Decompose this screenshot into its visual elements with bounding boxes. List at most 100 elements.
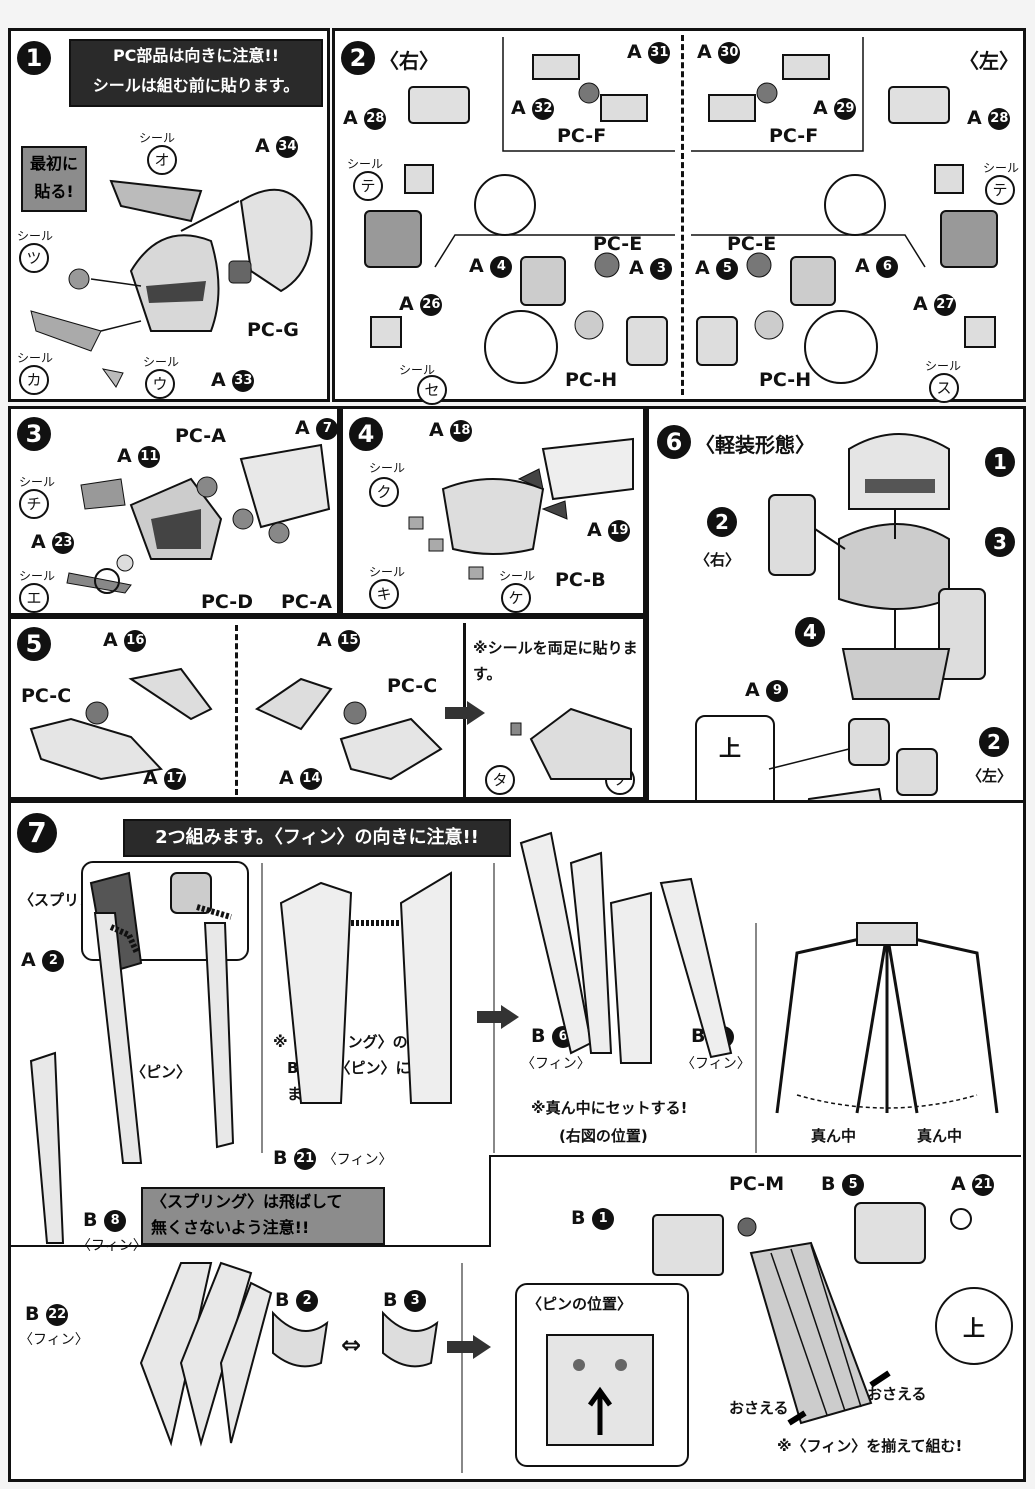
step3-number: 3 [17,417,51,451]
seal-su: ス [929,373,959,403]
up-label: 上 [963,1317,986,1342]
part-number: 19 [608,519,631,542]
part-number: 6 [876,255,899,278]
step2-left-label: 〈左〉 [959,49,1019,73]
arm-illustration [364,37,998,384]
part-a16: A 16 [103,629,147,652]
step7-divider [261,863,263,1153]
step2-divider [681,35,684,395]
pin-position-box: 〈ピンの位置〉 [515,1283,689,1467]
part-a31: A 31 [627,41,671,64]
fin-label: 〈フィン〉 [681,1056,751,1072]
step5-panel: 5 A 16 PC-C A 17 A 15 PC-C A 14 ※シールを両足に… [8,616,646,800]
part-a28-left: A 28 [967,107,1011,130]
part-number: 23 [52,531,75,554]
part-number: 31 [648,41,671,64]
step7-separator [11,1245,491,1247]
part-letter: A [143,767,158,789]
seal-label: シール [143,355,180,369]
seal-ta: タ [485,765,515,795]
part-letter: B [531,1025,546,1047]
part-number: 5 [716,257,739,280]
seal-label: シール [19,475,56,489]
seal-label: シール [19,569,56,583]
part-letter: A [255,135,270,157]
fin-label: 〈フィン〉 [322,1152,393,1168]
foot-illustration [29,667,632,781]
part-letter: B [691,1025,706,1047]
part-number: 17 [164,767,187,790]
part-letter: A [813,97,828,119]
pin-position-title: 〈ピンの位置〉 [527,1295,633,1313]
part-b22: B 22 [25,1303,69,1326]
part-letter: B [83,1209,98,1231]
part-letter: A [295,417,310,439]
step1-banner-line1: PC部品は向きに注意!! [112,46,280,65]
step7-divider [493,863,495,1153]
fin-label: 〈フィン〉 [521,1056,591,1072]
part-a9: A 9 [745,679,789,702]
part-a4: A 4 [469,255,513,278]
part-a34: A 34 [255,135,299,158]
part-letter: A [695,257,710,279]
step7-arrow-head [501,1005,519,1029]
part-a26: A 26 [399,293,443,316]
part-number: 34 [276,135,299,158]
part-letter: B [287,1059,299,1077]
step6-ref-3: 3 [985,527,1015,557]
step7-separator [491,1155,1021,1157]
part-number: 32 [532,97,555,120]
part-letter: A [429,419,444,441]
seal-label: シール [983,161,1020,175]
part-number: 1 [592,1207,615,1230]
part-letter: A [317,629,332,651]
part-number: 2 [296,1289,319,1312]
center-note-line1: ※真ん中にセットする! [531,1099,688,1117]
pc-f-label: PC-F [557,125,607,147]
step1-panel: 1 PC部品は向きに注意!! シールは組む前に貼ります。 最初に貼る! シール … [8,28,330,402]
seal-label: シール [499,569,536,583]
pc-m-label: PC-M [729,1173,785,1195]
pc-f-label: PC-F [769,125,819,147]
step7-divider [755,923,757,1153]
part-a6: A 6 [855,255,899,278]
first-note: 最初に貼る! [21,146,87,212]
part-letter: B [383,1289,398,1311]
part-letter: B [275,1289,290,1311]
part-letter: A [211,369,226,391]
seal-label: シール [17,229,54,243]
spring-warning-line2: 無くさないよう注意!! [151,1218,310,1237]
center-note-line2: (右図の位置) [559,1127,648,1145]
part-a11: A 11 [117,445,161,468]
waist-illustration [408,437,634,580]
step7-separator-join [489,1155,491,1247]
part-a32: A 32 [511,97,555,120]
fin-label: 〈フィン〉 [19,1332,89,1348]
step2-right-label: 〈右〉 [379,49,439,73]
part-letter: A [627,41,642,63]
part-number: 9 [766,679,789,702]
part-number: 21 [972,1173,995,1196]
seal-u: ウ [145,369,175,399]
seal-ka: カ [19,365,49,395]
part-number: 14 [300,767,323,790]
pc-e-label: PC-E [593,233,643,255]
part-b5: B 5 [821,1173,865,1196]
part-b3: B 3 [383,1289,427,1312]
step2-panel: 2 〈右〉 〈左〉 A 28 シール テ A 26 シール セ A 31 A 3… [332,28,1026,405]
spring-warning: 〈スプリング〉は飛ばして 無くさないよう注意!! [141,1187,385,1245]
pc-c-label: PC-C [387,675,438,697]
part-b2: B 2 [275,1289,319,1312]
seal-se: セ [417,375,447,405]
part-letter: A [343,107,358,129]
seal-te-right: テ [353,171,383,201]
torso-illustration [66,443,331,594]
part-a19: A 19 [587,519,631,542]
part-a33: A 33 [211,369,255,392]
step3-panel: 3 A 11 PC-A A 7 シール チ A 23 シール エ PC-D PC… [8,406,340,616]
part-number: 11 [138,445,161,468]
pc-d-label: PC-D [201,591,253,613]
part-number: 16 [124,629,147,652]
seal-label: シール [347,157,384,171]
part-number: 8 [104,1209,127,1232]
